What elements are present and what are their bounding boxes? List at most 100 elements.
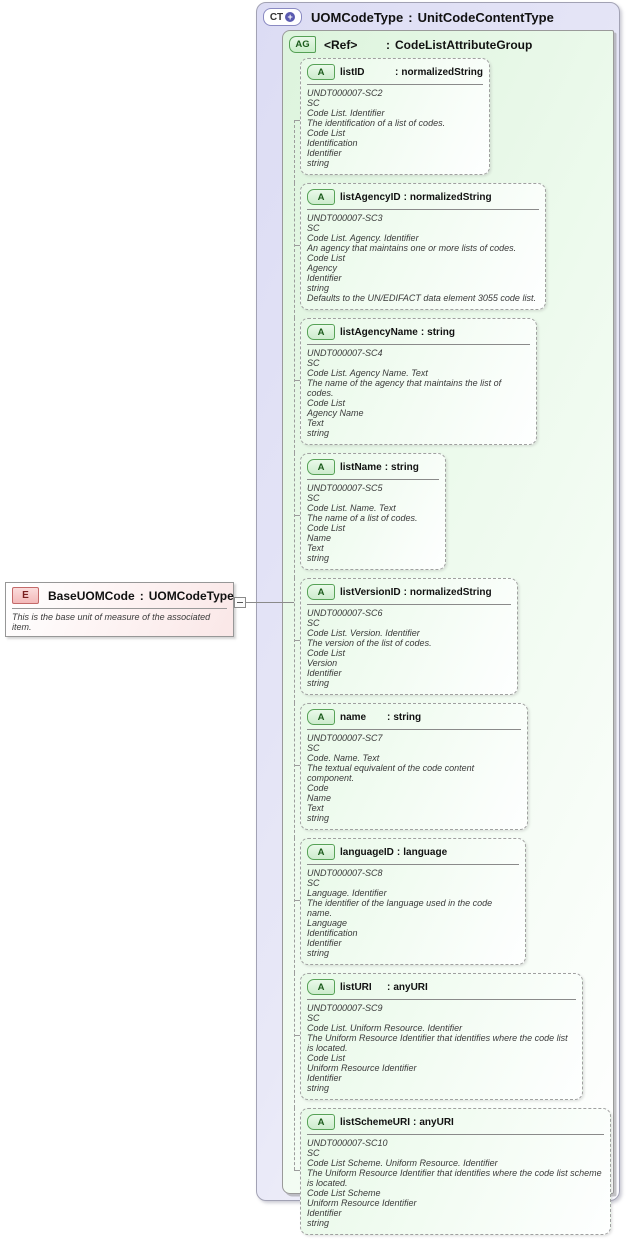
- attribute-annotation: UNDT000007-SC7 SC Code. Name. Text The t…: [307, 733, 475, 823]
- attribute-listagencyid: A listAgencyID : normalizedString UNDT00…: [294, 183, 611, 318]
- attribute-box: A listAgencyID : normalizedString UNDT00…: [300, 183, 546, 310]
- attribute-box: A listSchemeURI : anyURI UNDT000007-SC10…: [300, 1108, 611, 1235]
- attribute-header[interactable]: A listName : string: [307, 459, 439, 475]
- attribute-box: A listID : normalizedString UNDT000007-S…: [300, 58, 490, 175]
- attribute-separator: [307, 729, 521, 730]
- attribute-annotation: UNDT000007-SC4 SC Code List. Agency Name…: [307, 348, 502, 438]
- attribute-name: languageID: [340, 846, 394, 858]
- element-header: E BaseUOMCode:UOMCodeType: [12, 587, 234, 604]
- colon-separator: :: [403, 191, 407, 203]
- complex-type-icon: CT+: [263, 8, 302, 26]
- attribute-listagencyname: A listAgencyName : string UNDT000007-SC4…: [294, 318, 611, 453]
- attribute-separator: [307, 209, 539, 210]
- attribute-type: string: [393, 711, 422, 723]
- attribute-icon: A: [307, 979, 335, 995]
- colon-separator: :: [386, 37, 390, 52]
- colon-separator: :: [403, 586, 407, 598]
- attribute-name: listURI: [340, 981, 372, 993]
- attribute-separator: [307, 84, 483, 85]
- attribute-annotation: UNDT000007-SC8 SC Language. Identifier T…: [307, 868, 493, 958]
- attribute-type: language: [403, 846, 448, 858]
- attribute-icon: A: [307, 1114, 335, 1130]
- attribute-annotation: UNDT000007-SC10 SC Code List Scheme. Uni…: [307, 1138, 602, 1228]
- attribute-listschemeuri: A listSchemeURI : anyURI UNDT000007-SC10…: [294, 1108, 611, 1243]
- attribute-group-header[interactable]: AG <Ref> : CodeListAttributeGroup: [289, 36, 532, 53]
- attribute-icon: A: [307, 324, 335, 340]
- attribute-group-type: CodeListAttributeGroup: [395, 37, 533, 52]
- attribute-separator: [307, 604, 511, 605]
- attribute-header[interactable]: A listAgencyID : normalizedString: [307, 189, 539, 205]
- attribute-icon: A: [307, 459, 335, 475]
- attribute-group-box: AG <Ref> : CodeListAttributeGroup A list…: [282, 30, 614, 1235]
- attribute-type: anyURI: [393, 981, 428, 993]
- attribute-header[interactable]: A listID : normalizedString: [307, 64, 483, 80]
- colon-separator: :: [396, 846, 401, 858]
- attribute-header[interactable]: A listAgencyName : string: [307, 324, 530, 340]
- complex-type-box: CT+ UOMCodeType:UnitCodeContentType AG <…: [256, 2, 620, 1235]
- element-annotation: This is the base unit of measure of the …: [12, 612, 211, 632]
- collapse-handle-icon[interactable]: [234, 597, 246, 608]
- attribute-name: listVersionID: [340, 586, 401, 598]
- attribute-box: A languageID : language UNDT000007-SC8 S…: [300, 838, 526, 965]
- attribute-icon: A: [307, 709, 335, 725]
- attribute-type: normalizedString: [409, 586, 492, 598]
- attribute-name: listAgencyName: [340, 326, 418, 338]
- attribute-icon: A: [307, 64, 335, 80]
- minus-icon: [237, 602, 243, 603]
- attribute-languageid: A languageID : language UNDT000007-SC8 S…: [294, 838, 611, 973]
- colon-separator: :: [413, 1116, 417, 1128]
- colon-separator: :: [420, 326, 425, 338]
- attribute-group-ref: <Ref>: [324, 37, 358, 52]
- attribute-type: normalizedString: [409, 191, 492, 203]
- colon-separator: :: [139, 588, 144, 603]
- composite-plus-icon: +: [285, 12, 296, 22]
- element-icon: E: [12, 587, 39, 604]
- attribute-header[interactable]: A listVersionID : normalizedString: [307, 584, 511, 600]
- attribute-separator: [307, 1134, 604, 1135]
- attribute-name: A name : string UNDT000007-SC7 SC Code. …: [294, 703, 611, 838]
- attribute-header[interactable]: A name : string: [307, 709, 521, 725]
- colon-separator: :: [387, 711, 391, 723]
- element-title: BaseUOMCode:UOMCodeType: [48, 588, 234, 603]
- attribute-type: anyURI: [419, 1116, 454, 1128]
- attribute-listuri: A listURI : anyURI UNDT000007-SC9 SC Cod…: [294, 973, 611, 1108]
- attribute-annotation: UNDT000007-SC2 SC Code List. Identifier …: [307, 88, 446, 168]
- attribute-box: A listName : string UNDT000007-SC5 SC Co…: [300, 453, 446, 570]
- attribute-type: string: [391, 461, 419, 473]
- complex-type-title: UOMCodeType:UnitCodeContentType: [311, 9, 554, 25]
- attribute-header[interactable]: A listURI : anyURI: [307, 979, 576, 995]
- attribute-name: listID: [340, 66, 365, 78]
- attribute-separator: [307, 999, 576, 1000]
- attribute-header[interactable]: A languageID : language: [307, 844, 519, 860]
- complex-type-header[interactable]: CT+ UOMCodeType:UnitCodeContentType: [263, 8, 554, 26]
- attribute-annotation: UNDT000007-SC6 SC Code List. Version. Id…: [307, 608, 432, 688]
- attribute-name: listAgencyID: [340, 191, 401, 203]
- attribute-name: name: [340, 711, 367, 723]
- attribute-box: A listAgencyName : string UNDT000007-SC4…: [300, 318, 537, 445]
- attribute-icon: A: [307, 584, 335, 600]
- attribute-listversionid: A listVersionID : normalizedString UNDT0…: [294, 578, 611, 703]
- attribute-type: string: [427, 326, 455, 338]
- attribute-box: A listURI : anyURI UNDT000007-SC9 SC Cod…: [300, 973, 583, 1100]
- attribute-name: listSchemeURI: [340, 1116, 411, 1128]
- attribute-separator: [307, 864, 519, 865]
- attribute-header[interactable]: A listSchemeURI : anyURI: [307, 1114, 604, 1130]
- attribute-icon: A: [307, 189, 335, 205]
- attribute-listid: A listID : normalizedString UNDT000007-S…: [294, 58, 611, 183]
- attribute-box: A name : string UNDT000007-SC7 SC Code. …: [300, 703, 528, 830]
- element-box-baseuomcode[interactable]: E BaseUOMCode:UOMCodeType This is the ba…: [5, 582, 234, 637]
- attribute-annotation: UNDT000007-SC9 SC Code List. Uniform Res…: [307, 1003, 568, 1093]
- element-separator: [12, 608, 227, 609]
- attribute-box: A listVersionID : normalizedString UNDT0…: [300, 578, 518, 695]
- attribute-name: listName: [340, 461, 382, 473]
- colon-separator: :: [395, 66, 399, 78]
- attribute-separator: [307, 344, 530, 345]
- attribute-separator: [307, 479, 439, 480]
- attribute-type: normalizedString: [401, 66, 484, 78]
- attribute-listname: A listName : string UNDT000007-SC5 SC Co…: [294, 453, 611, 578]
- colon-separator: :: [408, 9, 413, 25]
- attribute-group-icon: AG: [289, 36, 316, 53]
- attribute-annotation: UNDT000007-SC3 SC Code List. Agency. Ide…: [307, 213, 536, 303]
- colon-separator: :: [387, 981, 391, 993]
- colon-separator: :: [384, 461, 389, 473]
